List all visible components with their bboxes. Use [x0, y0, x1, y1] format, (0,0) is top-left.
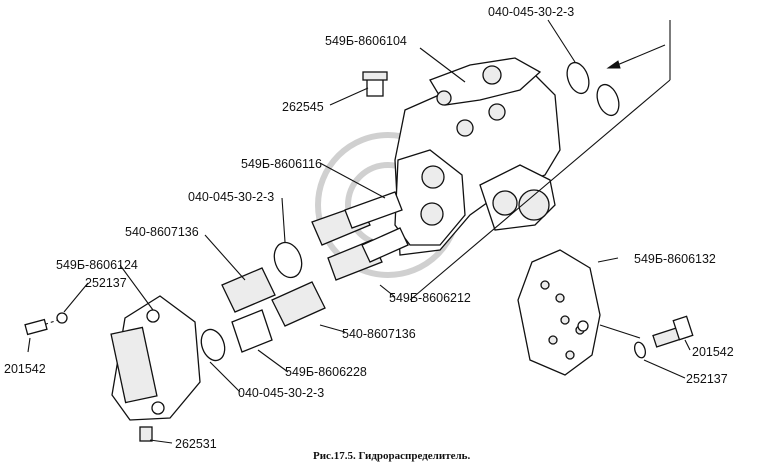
label-bolt-right: 201542 — [692, 345, 734, 359]
label-top-oring: 040-045-30-2-3 — [488, 5, 574, 19]
cover-right — [517, 249, 601, 376]
sleeve — [231, 309, 273, 353]
label-spring-left: 540-8607136 — [125, 225, 199, 239]
label-fitting-lower: 549Б-8606212 — [389, 291, 471, 305]
fittings — [311, 191, 409, 281]
valve-body — [394, 57, 561, 256]
label-body: 549Б-8606104 — [325, 34, 407, 48]
plug-top — [362, 71, 388, 97]
cover-left — [110, 295, 201, 421]
label-plug-bottom: 262531 — [175, 437, 217, 451]
springs — [221, 267, 326, 327]
figure-caption: Рис.17.5. Гидрораспределитель. — [313, 450, 470, 462]
label-cover-right: 549Б-8606132 — [634, 252, 716, 266]
leader-lines — [27, 19, 691, 444]
label-plug-top: 262545 — [282, 100, 324, 114]
label-spring-right: 540-8607136 — [342, 327, 416, 341]
label-bolt-left: 201542 — [4, 362, 46, 376]
label-washer-left: 252137 — [85, 276, 127, 290]
fasteners-right — [633, 315, 694, 359]
plug-bottom — [139, 426, 153, 442]
label-cover-left: 549Б-8606124 — [56, 258, 138, 272]
label-washer-right: 252137 — [686, 372, 728, 386]
oring-bottom — [200, 328, 226, 362]
orings-top — [566, 61, 620, 117]
oring-mid — [273, 241, 303, 279]
label-fitting-upper: 549Б-8606116 — [241, 157, 322, 171]
label-oring-mid: 040-045-30-2-3 — [188, 190, 274, 204]
label-oring-bottom: 040-045-30-2-3 — [238, 386, 324, 400]
label-sleeve: 549Б-8606228 — [285, 365, 367, 379]
fasteners-left — [24, 312, 68, 336]
